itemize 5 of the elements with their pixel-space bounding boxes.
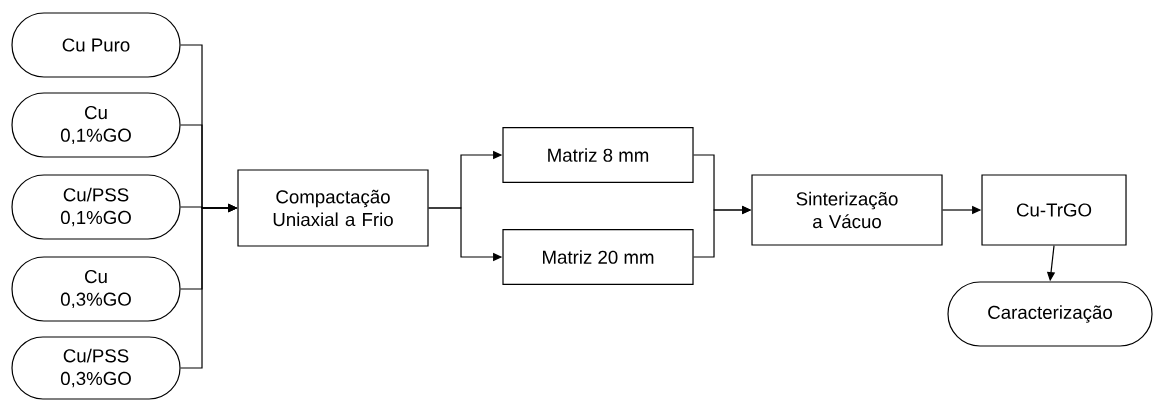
process-box: Sinterização a Vácuo xyxy=(751,174,943,246)
process-box: Compactação Uniaxial a Frio xyxy=(237,169,429,247)
process-box: Matriz 8 mm xyxy=(502,126,694,184)
process-box: Matriz 20 mm xyxy=(502,228,694,286)
process-box: Cu-TrGO xyxy=(981,174,1127,246)
